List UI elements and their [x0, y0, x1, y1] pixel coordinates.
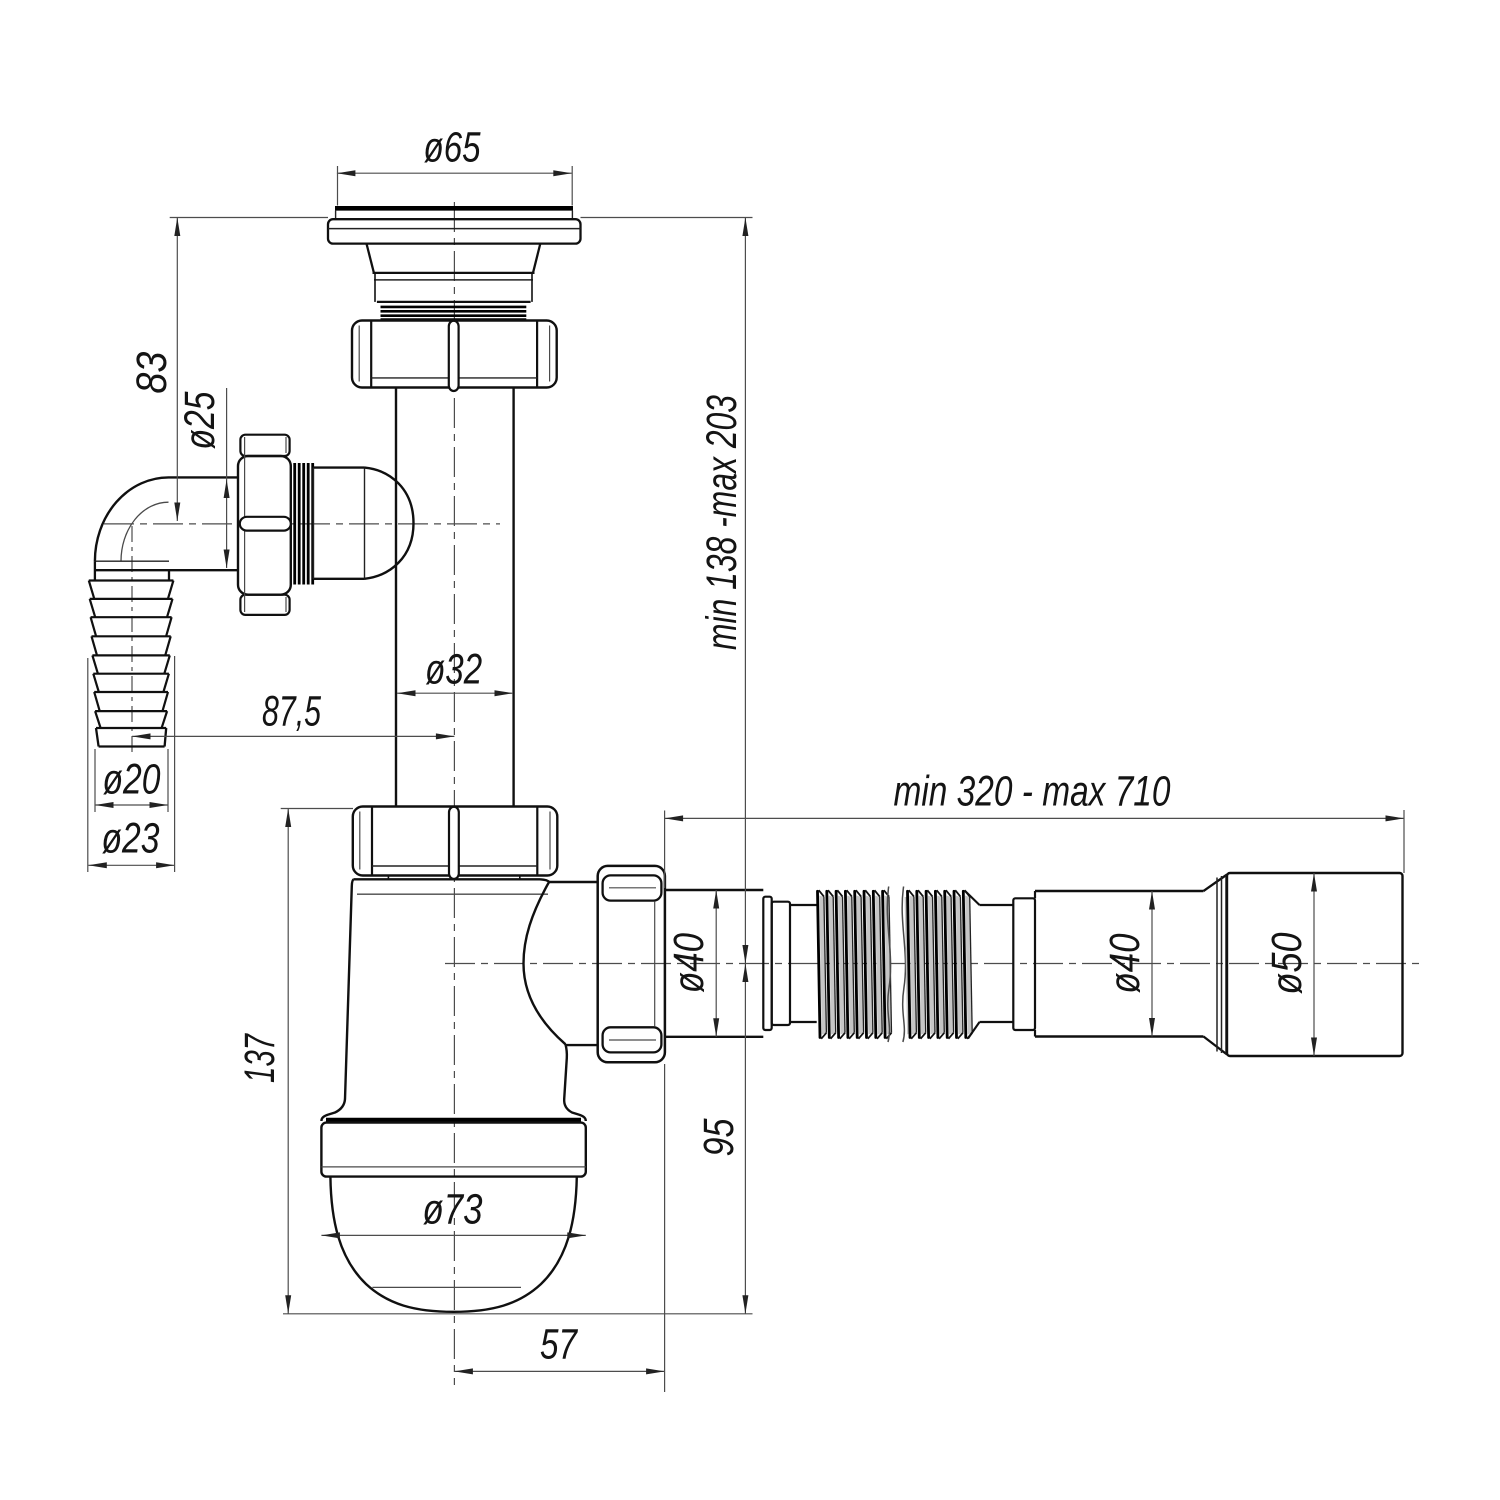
svg-text:95: 95: [695, 1118, 743, 1157]
svg-text:ø20: ø20: [103, 755, 161, 803]
svg-text:min 320 - max 710: min 320 - max 710: [894, 767, 1171, 815]
svg-text:ø73: ø73: [423, 1185, 483, 1233]
svg-text:ø23: ø23: [102, 814, 160, 862]
svg-text:87,5: 87,5: [262, 687, 322, 735]
svg-text:ø50: ø50: [1263, 932, 1311, 994]
svg-text:83: 83: [128, 352, 176, 394]
svg-text:ø65: ø65: [424, 123, 482, 171]
svg-text:ø32: ø32: [425, 645, 482, 693]
svg-text:137: 137: [236, 1033, 284, 1083]
svg-text:ø40: ø40: [1101, 933, 1149, 993]
svg-text:min 138 -max 203: min 138 -max 203: [698, 395, 746, 650]
svg-text:57: 57: [540, 1320, 579, 1368]
svg-text:ø40: ø40: [665, 933, 713, 993]
svg-text:ø25: ø25: [176, 391, 224, 450]
